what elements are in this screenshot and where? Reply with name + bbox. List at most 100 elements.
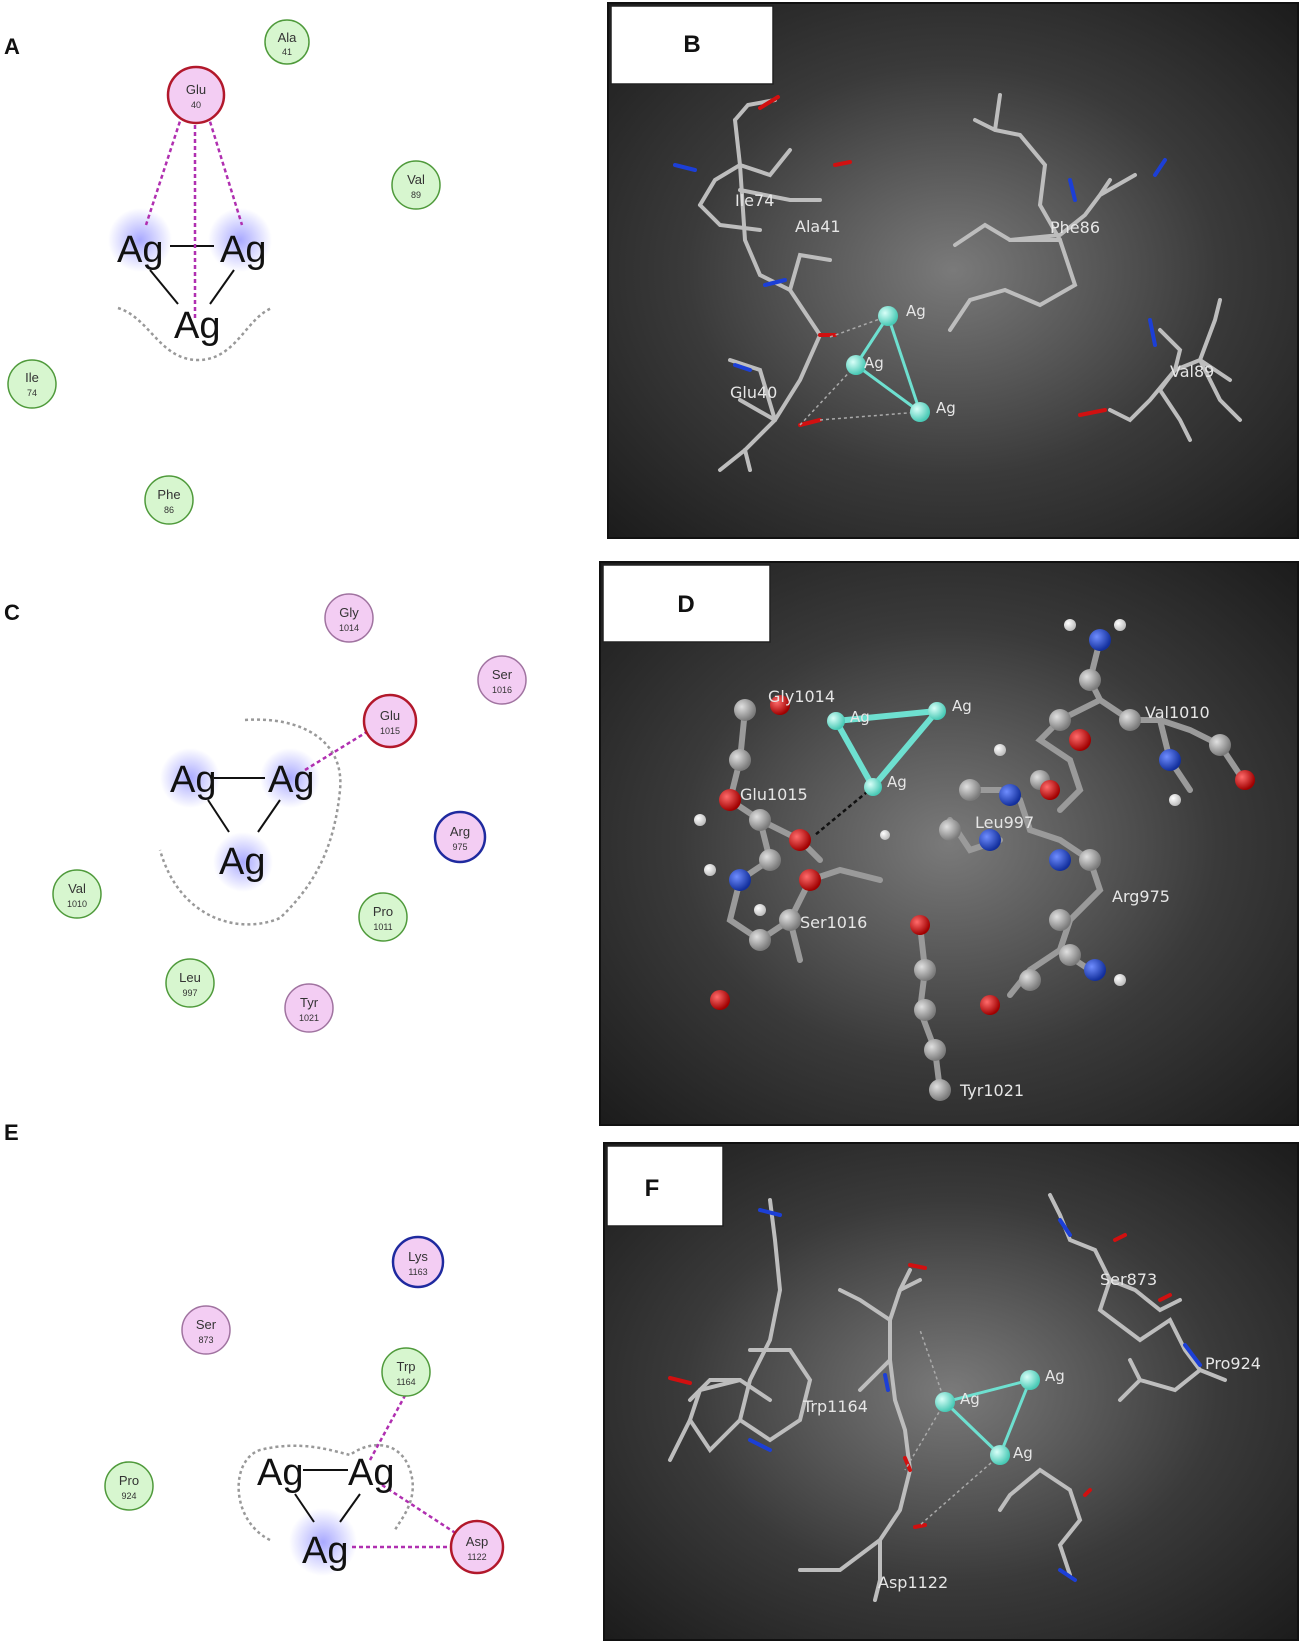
atom-balls [694,619,1255,1101]
panel-c-diagram: Ag Ag Ag Gly 1014 Ser 1016 Glu 1015 Arg … [52,593,527,1033]
svg-text:41: 41 [282,47,292,57]
interaction-line [206,114,244,226]
panel-label-f: F [645,1175,660,1202]
ag-glow [213,832,273,892]
svg-text:Ag: Ag [936,399,956,417]
svg-text:Ser: Ser [492,667,513,682]
ag-atom-label: Ag [219,841,265,883]
ag-glow [289,1508,357,1576]
residue-pro924: Pro 924 [104,1461,154,1511]
residue-label-val1010: Val1010 [1145,703,1210,722]
svg-text:Glu: Glu [186,82,206,97]
svg-text:Pro: Pro [373,904,393,919]
oxygen-bonds [758,95,1107,427]
svg-text:Val: Val [407,172,425,187]
interaction-line [381,1483,461,1538]
panel-label-b: B [683,31,700,58]
svg-text:Ag: Ag [952,697,972,715]
svg-text:873: 873 [198,1335,213,1345]
residue-label-gly1014: Gly1014 [768,687,835,706]
residue-label-trp1164: Trp1164 [802,1397,868,1416]
svg-text:1122: 1122 [467,1552,486,1562]
ag-glow [208,208,272,272]
ag-atom-label: Ag [170,759,216,801]
svg-text:1011: 1011 [373,922,392,932]
panel-letter-box [606,1145,724,1227]
svg-text:1010: 1010 [67,899,87,909]
svg-text:Phe: Phe [157,487,180,502]
svg-text:Leu: Leu [179,970,201,985]
panel-label-d: D [677,591,694,618]
panel-label-c: C [4,600,20,625]
ag-atom-label: Ag [268,759,314,801]
svg-text:Pro: Pro [119,1473,139,1488]
svg-text:74: 74 [27,388,37,398]
svg-text:Ser: Ser [196,1317,217,1332]
svg-text:86: 86 [164,505,174,515]
residue-leu997: Leu 997 [165,958,215,1008]
svg-text:1021: 1021 [299,1013,319,1023]
residue-label-ile74: Ile74 [735,191,774,210]
residue-val1010: Val 1010 [52,869,102,919]
residue-arg975: Arg 975 [433,810,487,864]
panel-f-render: F [603,1142,1299,1641]
ag-bond [339,1493,361,1523]
svg-text:997: 997 [182,988,197,998]
panel-label-e: E [4,1120,19,1145]
svg-text:Val: Val [68,881,86,896]
svg-text:Ag: Ag [864,354,884,372]
residue-ala41: Ala 41 [264,19,310,65]
panel-e-diagram: Ag Ag Ag Lys 1163 Ser 873 Trp 1164 Pro 9… [104,1235,505,1576]
residue-asp1122: Asp 1122 [449,1519,505,1575]
svg-text:Ala: Ala [278,30,298,45]
svg-text:1016: 1016 [492,685,512,695]
ag-glow [108,208,172,272]
ag-cluster: Ag Ag Ag [904,1329,1065,1526]
residue-label-leu997: Leu997 [975,813,1034,832]
ag-cluster: Ag Ag Ag [814,697,972,836]
svg-text:924: 924 [121,1491,136,1501]
residue-label-ala41: Ala41 [795,217,841,236]
residue-phe86: Phe 86 [144,475,194,525]
svg-text:1015: 1015 [380,726,400,736]
interaction-line [144,114,184,226]
residue-label-glu40: Glu40 [730,383,777,402]
svg-text:1164: 1164 [396,1377,415,1387]
residue-ile74: Ile 74 [7,359,57,409]
svg-text:Ag: Ag [850,708,870,726]
svg-text:Ile: Ile [25,370,39,385]
svg-text:Asp: Asp [466,1534,488,1549]
panel-letter-box [610,5,774,85]
residue-label-tyr1021: Tyr1021 [959,1081,1024,1100]
svg-text:Ag: Ag [1013,1444,1033,1462]
svg-text:1014: 1014 [339,623,359,633]
svg-text:Trp: Trp [396,1359,415,1374]
svg-text:Ag: Ag [960,1390,980,1408]
residue-label-arg975: Arg975 [1112,887,1170,906]
render-background [607,2,1299,539]
ag-atom-label: Ag [257,1452,303,1494]
oxygen-bonds [668,1233,1172,1529]
ag-atom-label: Ag [302,1530,348,1572]
residue-trp1164: Trp 1164 [381,1347,431,1397]
svg-text:Ag: Ag [887,773,907,791]
panel-b-render: B [607,2,1299,539]
render-background [599,561,1299,1126]
residue-label-glu1015: Glu1015 [740,785,808,804]
interaction-line [368,1389,410,1461]
svg-text:40: 40 [191,100,201,110]
ag-bond [209,269,235,305]
svg-text:Ag: Ag [1045,1367,1065,1385]
ag-bond [207,799,230,833]
ag-atom-label: Ag [117,229,163,271]
residue-lys1163: Lys 1163 [391,1235,445,1289]
ligand-exposure-arc [237,1443,414,1542]
ag-glow [260,748,320,808]
nitrogen-bonds [748,1208,1202,1582]
residue-ser1016: Ser 1016 [477,655,527,705]
residue-label-ser1016: Ser1016 [800,913,867,932]
nitrogen-bonds [673,158,1167,372]
residue-ser873: Ser 873 [181,1305,231,1355]
residue-label-val89: Val89 [1170,362,1214,381]
